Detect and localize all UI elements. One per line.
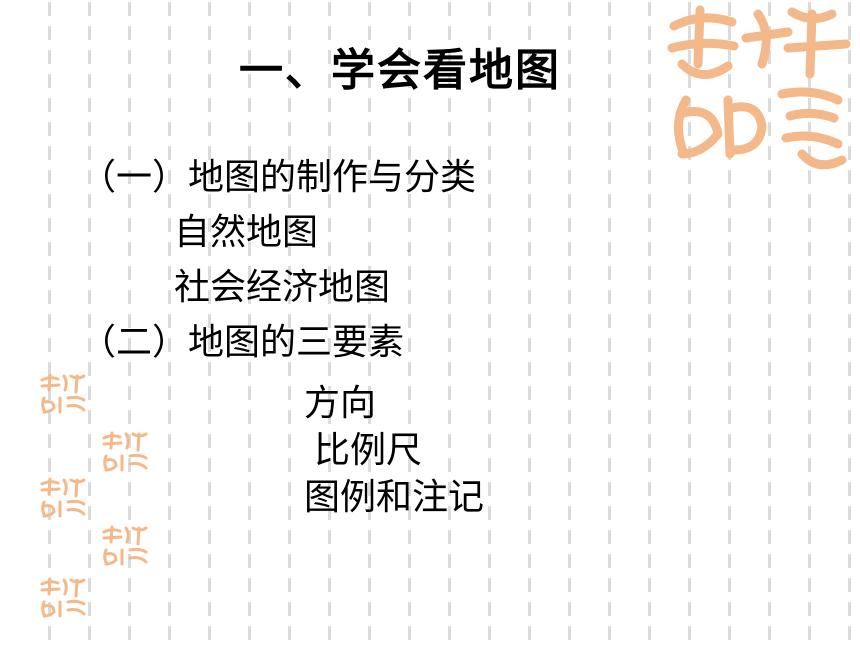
list-item: 比例尺 (314, 430, 423, 471)
auspicious-seal-logo (40, 477, 86, 518)
section-heading-map-elements: （二）地图的三要素 (80, 322, 405, 363)
section-heading-map-making: （一）地图的制作与分类 (80, 157, 477, 198)
list-item: 社会经济地图 (174, 267, 391, 308)
slide-title: 一、学会看地图 (239, 45, 561, 96)
auspicious-seal-logo (102, 525, 148, 566)
auspicious-seal-logo (102, 431, 148, 472)
list-item: 图例和注记 (304, 477, 485, 518)
auspicious-seal-logo (40, 373, 86, 414)
auspicious-seal-logo (667, 5, 851, 170)
auspicious-seal-logo (40, 577, 86, 618)
list-item: 自然地图 (174, 212, 319, 253)
list-item: 方向 (304, 383, 377, 424)
